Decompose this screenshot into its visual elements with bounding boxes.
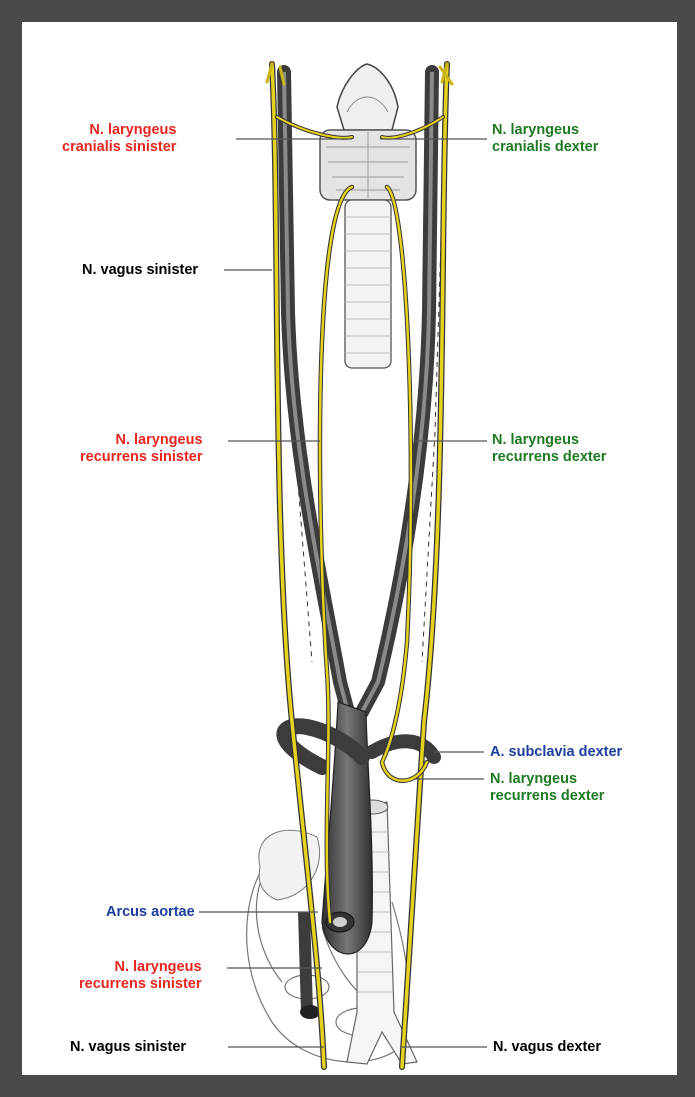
label-line: N. laryngeus <box>114 959 201 975</box>
label-arcus-aortae: Arcus aortae <box>106 904 195 921</box>
label-laryngeus-recurrens-sinister-top: N. laryngeus recurrens sinister <box>80 432 203 466</box>
label-vagus-sinister-top: N. vagus sinister <box>82 262 198 279</box>
label-line: N. laryngeus <box>490 771 577 787</box>
label-laryngeus-recurrens-sinister-bottom: N. laryngeus recurrens sinister <box>79 959 202 993</box>
label-laryngeus-recurrens-dexter-bottom: N. laryngeus recurrens dexter <box>490 771 604 805</box>
label-line: recurrens sinister <box>80 449 203 465</box>
label-laryngeus-cranialis-sinister: N. laryngeus cranialis sinister <box>62 122 176 156</box>
label-line: N. laryngeus <box>89 122 176 138</box>
label-laryngeus-cranialis-dexter: N. laryngeus cranialis dexter <box>492 122 598 156</box>
label-vagus-sinister-bottom: N. vagus sinister <box>70 1039 186 1056</box>
label-line: recurrens dexter <box>492 449 606 465</box>
label-line: recurrens sinister <box>79 976 202 992</box>
label-laryngeus-recurrens-dexter-top: N. laryngeus recurrens dexter <box>492 432 606 466</box>
trachea <box>345 200 391 368</box>
label-line: cranialis sinister <box>62 139 176 155</box>
label-line: cranialis dexter <box>492 139 598 155</box>
label-line: N. laryngeus <box>115 432 202 448</box>
label-line: recurrens dexter <box>490 788 604 804</box>
label-line: N. laryngeus <box>492 122 579 138</box>
larynx <box>320 64 416 200</box>
label-subclavia-dexter: A. subclavia dexter <box>490 744 622 761</box>
label-line: N. laryngeus <box>492 432 579 448</box>
figure-frame: N. laryngeus cranialis sinister N. laryn… <box>22 22 677 1075</box>
label-vagus-dexter: N. vagus dexter <box>493 1039 601 1056</box>
